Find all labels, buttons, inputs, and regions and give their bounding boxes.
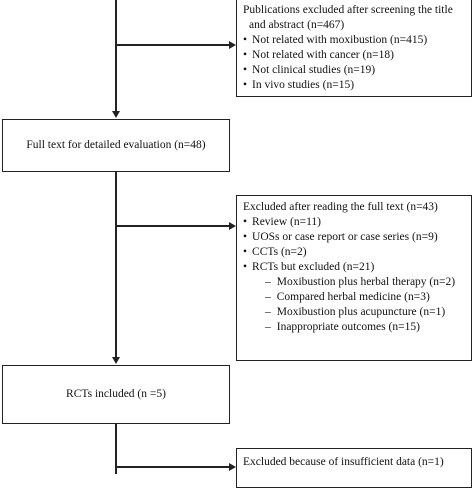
exclusion2-subitem: Compared herbal medicine (n=3): [243, 290, 465, 305]
exclusion2-item: CCTs (n=2): [243, 245, 465, 260]
arrow-to-exclusion3: [229, 463, 236, 471]
exclusion-box-full-text: Excluded after reading the full text (n=…: [236, 195, 472, 361]
branch-line-exclusion1: [115, 44, 230, 46]
exclusion1-item: In vivo studies (n=15): [243, 78, 465, 93]
exclusion2-subitem: Moxibustion plus herbal therapy (n=2): [243, 275, 465, 290]
exclusion1-item: Not related with cancer (n=18): [243, 48, 465, 63]
fulltext-label: Full text for detailed evaluation (n=48): [26, 139, 206, 151]
exclusion2-item: RCTs but excluded (n=21): [243, 260, 465, 275]
branch-line-exclusion3: [115, 466, 230, 468]
exclusion-box-insufficient-data: Excluded because of insufficient data (n…: [236, 448, 472, 488]
exclusion1-item: Not clinical studies (n=19): [243, 63, 465, 78]
arrow-to-fulltext: [112, 111, 120, 118]
main-flow-line-middle: [115, 171, 117, 358]
fulltext-box: Full text for detailed evaluation (n=48): [2, 119, 230, 172]
arrow-to-exclusion1: [229, 41, 236, 49]
exclusion1-item: Not related with moxibustion (n=415): [243, 33, 465, 48]
arrow-to-included: [112, 357, 120, 364]
exclusion2-item: Review (n=11): [243, 215, 465, 230]
exclusion2-title: Excluded after reading the full text (n=…: [243, 201, 438, 213]
main-flow-line-bottom: [115, 423, 117, 474]
exclusion1-title-line1: Publications excluded after screening th…: [243, 4, 453, 16]
exclusion3-label: Excluded because of insufficient data (n…: [243, 456, 444, 468]
exclusion-box-title-abstract: Publications excluded after screening th…: [236, 0, 472, 97]
main-flow-line-top: [115, 0, 117, 112]
included-label: RCTs included (n =5): [66, 388, 166, 400]
exclusion2-subitem: Moxibustion plus acupuncture (n=1): [243, 305, 465, 320]
branch-line-exclusion2: [115, 225, 230, 227]
included-box: RCTs included (n =5): [2, 365, 230, 424]
exclusion2-subitem: Inappropriate outcomes (n=15): [243, 320, 465, 335]
exclusion2-item: UOSs or case report or case series (n=9): [243, 230, 465, 245]
arrow-to-exclusion2: [229, 222, 236, 230]
exclusion1-title-line2: and abstract (n=467): [249, 19, 345, 31]
